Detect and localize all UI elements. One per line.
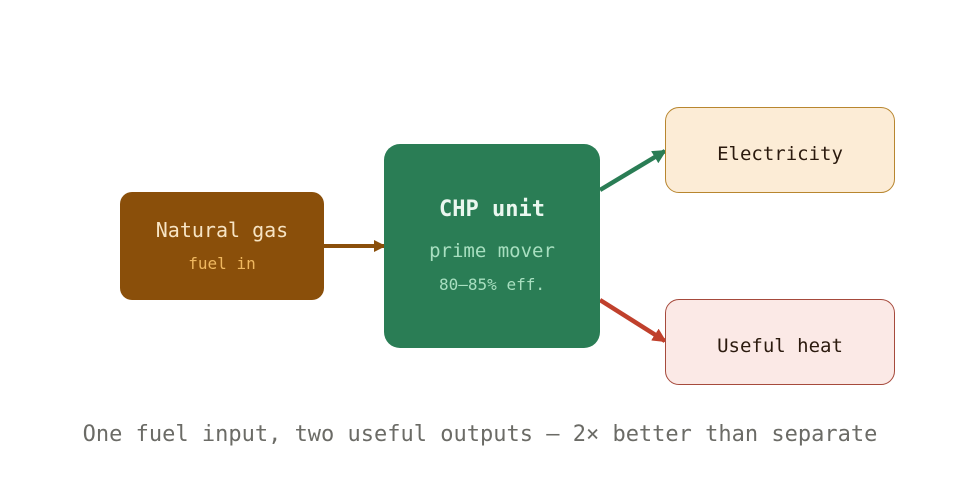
chp-unit-title: CHP unit [439, 197, 545, 222]
natural-gas-subtitle: fuel in [188, 254, 256, 273]
chp-unit-subtitle: prime mover [429, 240, 555, 262]
chp-to-heat-arrow [598, 298, 667, 343]
electricity-node: Electricity [665, 107, 895, 193]
diagram-caption: One fuel input, two useful outputs — 2× … [82, 422, 878, 447]
natural-gas-node: Natural gas fuel in [120, 192, 324, 300]
chp-to-electricity-arrow [598, 149, 667, 192]
useful-heat-label: Useful heat [717, 335, 843, 357]
natural-gas-title: Natural gas [155, 218, 289, 242]
useful-heat-node: Useful heat [665, 299, 895, 385]
chp-unit-efficiency: 80–85% eff. [439, 275, 545, 294]
electricity-label: Electricity [717, 143, 843, 165]
chp-unit-node: CHP unit prime mover 80–85% eff. [384, 144, 600, 348]
